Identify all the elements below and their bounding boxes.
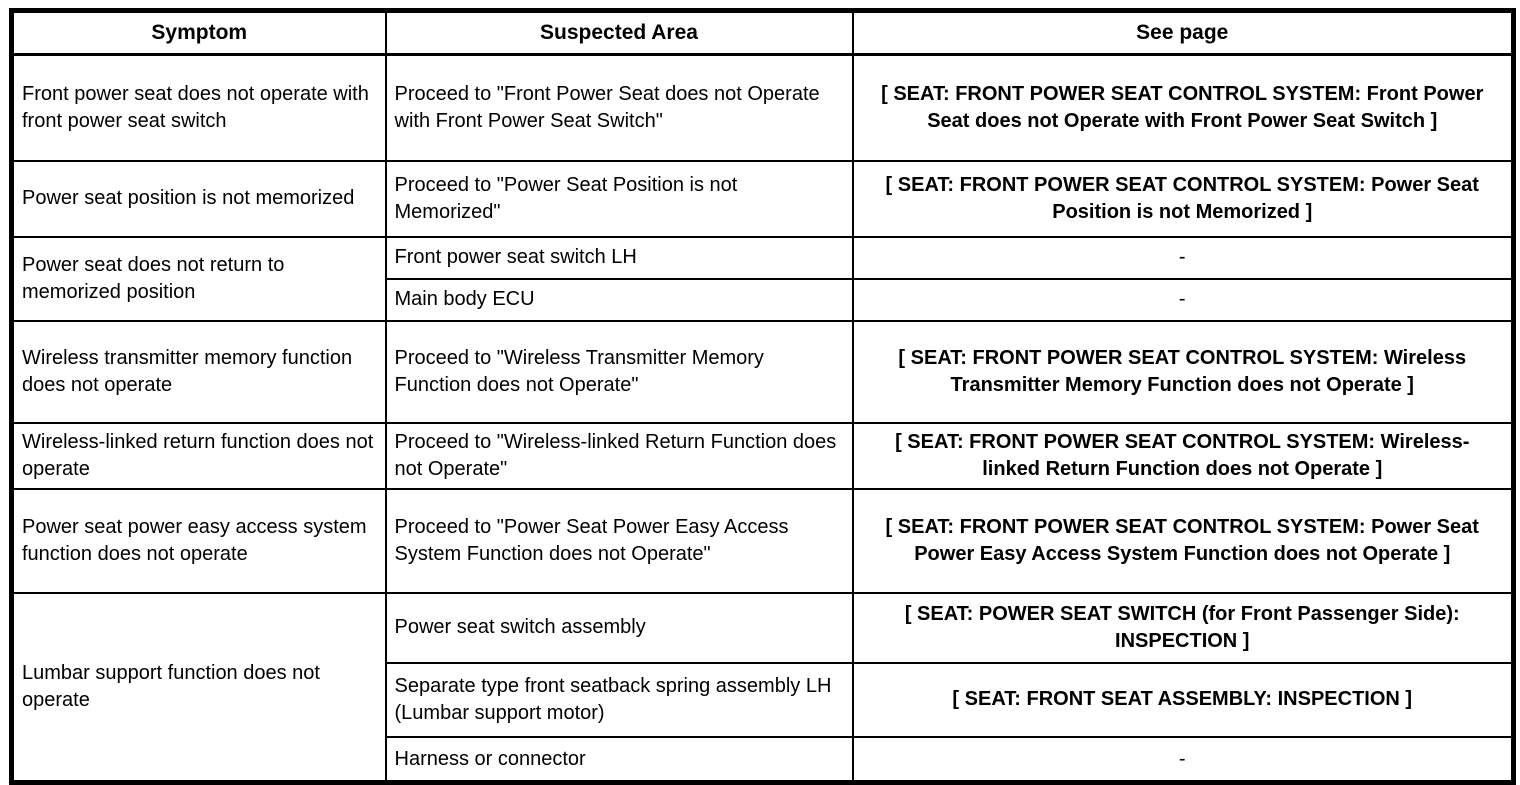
suspected-area-cell: Proceed to "Power Seat Power Easy Access… <box>384 487 854 594</box>
symptom-cell: Lumbar support function does not operate <box>10 591 387 784</box>
table-header: Symptom Suspected Area See page <box>10 9 1515 56</box>
table-row: Separate type front seatback spring asse… <box>12 661 1515 738</box>
table-row: Lumbar support function does not operate… <box>10 591 1515 784</box>
header-symptom: Symptom <box>10 9 387 56</box>
symptom-cell: Wireless-linked return function does not… <box>10 421 387 490</box>
suspected-area-cell: Proceed to "Wireless-linked Return Funct… <box>384 421 854 490</box>
symptom-diagnosis-table: Symptom Suspected Area See page Front po… <box>9 8 1516 785</box>
table-row: Wireless transmitter memory function doe… <box>10 319 1515 424</box>
see-page-cell: - <box>851 277 1515 322</box>
see-page-cell: [ SEAT: FRONT POWER SEAT CONTROL SYSTEM:… <box>851 487 1515 594</box>
see-page-cell: [ SEAT: FRONT POWER SEAT CONTROL SYSTEM:… <box>851 421 1515 490</box>
see-page-cell: - <box>851 235 1515 280</box>
symptom-cell: Power seat position is not memorized <box>10 159 387 238</box>
header-suspected-area: Suspected Area <box>384 9 854 56</box>
see-page-cell: [ SEAT: FRONT POWER SEAT CONTROL SYSTEM:… <box>851 159 1515 238</box>
symptom-cell: Wireless transmitter memory function doe… <box>10 319 387 424</box>
see-page-cell: - <box>851 735 1515 784</box>
suspected-area-cell: Proceed to "Power Seat Position is not M… <box>384 159 854 238</box>
table-row: Front power seat does not operate with f… <box>10 53 1515 162</box>
suspected-area-cell: Harness or connector <box>384 735 854 784</box>
table-row: Wireless-linked return function does not… <box>10 421 1515 490</box>
suspected-area-cell: Proceed to "Wireless Transmitter Memory … <box>384 319 854 424</box>
see-page-cell: [ SEAT: FRONT POWER SEAT CONTROL SYSTEM:… <box>851 319 1515 424</box>
header-see-page: See page <box>851 9 1515 56</box>
symptom-table-body: Front power seat does not operate with f… <box>10 53 1515 784</box>
suspected-area-cell: Power seat switch assembly <box>384 591 854 664</box>
see-page-cell: [ SEAT: FRONT SEAT ASSEMBLY: INSPECTION … <box>851 661 1515 738</box>
suspected-area-cell: Main body ECU <box>384 277 854 322</box>
header-row: Symptom Suspected Area See page <box>10 9 1515 56</box>
suspected-area-cell: Proceed to "Front Power Seat does not Op… <box>384 53 854 162</box>
see-page-cell: [ SEAT: POWER SEAT SWITCH (for Front Pas… <box>851 591 1515 664</box>
suspected-area-cell: Separate type front seatback spring asse… <box>384 661 854 738</box>
symptom-cell: Front power seat does not operate with f… <box>10 53 387 162</box>
table-row: Power seat power easy access system func… <box>10 487 1515 594</box>
see-page-cell: [ SEAT: FRONT POWER SEAT CONTROL SYSTEM:… <box>851 53 1515 162</box>
table-row: Power seat does not return to memorized … <box>10 235 1515 322</box>
table-row: Harness or connector- <box>12 735 1515 784</box>
symptom-cell: Power seat power easy access system func… <box>10 487 387 594</box>
symptom-cell: Power seat does not return to memorized … <box>10 235 387 322</box>
table-row: Main body ECU- <box>12 277 1515 322</box>
suspected-area-cell: Front power seat switch LH <box>384 235 854 280</box>
